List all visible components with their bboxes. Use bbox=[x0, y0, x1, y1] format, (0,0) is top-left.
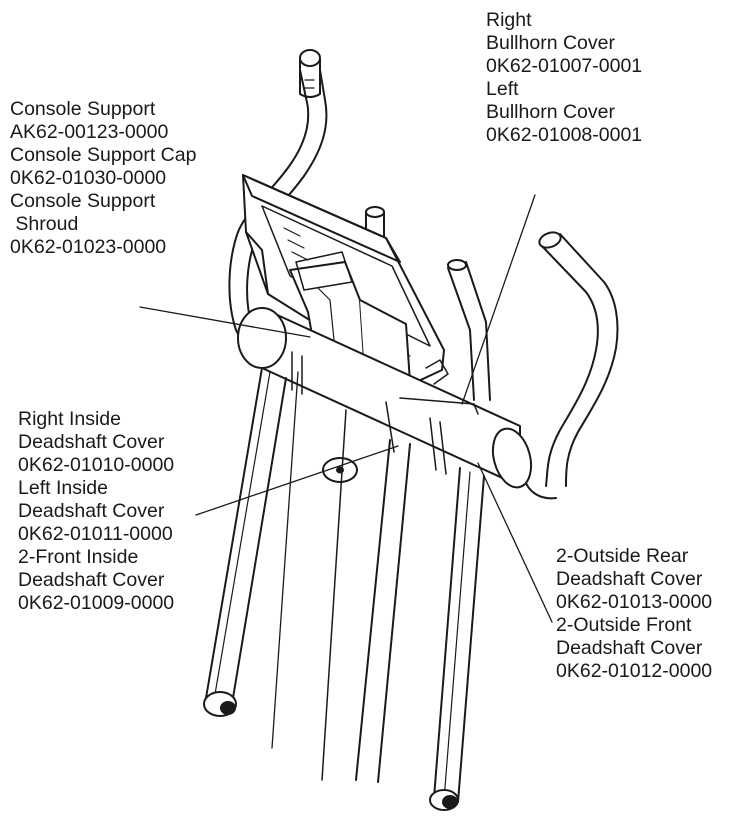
callout-line: Bullhorn Cover bbox=[486, 101, 615, 123]
callout-line: Deadshaft Cover bbox=[556, 637, 703, 659]
part-number: 0K62-01009-0000 bbox=[18, 592, 175, 614]
callout-line: 2-Outside Front bbox=[556, 614, 692, 636]
callout-line: Console Support Cap bbox=[10, 144, 197, 166]
part-number: 0K62-01007-0001 bbox=[486, 55, 643, 77]
left-leg bbox=[203, 367, 287, 717]
part-number: 0K62-01012-0000 bbox=[556, 660, 713, 682]
leader-line-outside-deadshaft bbox=[477, 462, 553, 623]
callout-line: Deadshaft Cover bbox=[18, 500, 165, 522]
callout-line: Left Inside bbox=[18, 477, 108, 499]
callout-line: Console Support bbox=[10, 190, 156, 212]
callout-console-support: Console Support AK62-00123-0000 Console … bbox=[10, 98, 196, 259]
callout-line: Bullhorn Cover bbox=[486, 32, 615, 54]
callout-inside-deadshaft-covers: Right Inside Deadshaft Cover 0K62-01010-… bbox=[18, 408, 174, 615]
right-leg bbox=[429, 467, 485, 811]
part-number: 0K62-01030-0000 bbox=[10, 167, 167, 189]
part-number: 0K62-01011-0000 bbox=[18, 523, 173, 545]
pivot-disc bbox=[322, 457, 358, 483]
callout-line: Deadshaft Cover bbox=[18, 569, 165, 591]
callout-line: Left bbox=[486, 78, 519, 100]
callout-line: Console Support bbox=[10, 98, 156, 120]
callout-line: Deadshaft Cover bbox=[556, 568, 703, 590]
leader-line-console bbox=[139, 306, 311, 338]
deadshaft-crossbar bbox=[237, 307, 533, 489]
part-number: 0K62-01023-0000 bbox=[10, 236, 167, 258]
part-number: 0K62-01008-0001 bbox=[486, 124, 643, 146]
part-number: 0K62-01010-0000 bbox=[18, 454, 175, 476]
right-handlebar bbox=[523, 231, 619, 500]
right-upright bbox=[447, 259, 491, 401]
callout-line: 2-Outside Rear bbox=[556, 545, 689, 567]
leader-line-inside-deadshaft bbox=[195, 445, 399, 516]
callout-line: 2-Front Inside bbox=[18, 546, 139, 568]
callout-bullhorn-covers: Right Bullhorn Cover 0K62-01007-0001 Lef… bbox=[486, 9, 642, 147]
callout-line: Shroud bbox=[10, 213, 79, 235]
callout-line: Right Inside bbox=[18, 408, 121, 430]
callout-line: Deadshaft Cover bbox=[18, 431, 165, 453]
callout-outside-deadshaft-covers: 2-Outside Rear Deadshaft Cover 0K62-0101… bbox=[556, 545, 712, 683]
part-number: 0K62-01013-0000 bbox=[556, 591, 713, 613]
leader-line-bottom bbox=[271, 371, 299, 749]
callout-line: Right bbox=[486, 9, 532, 31]
part-number: AK62-00123-0000 bbox=[10, 121, 169, 143]
center-upright-lower bbox=[321, 409, 411, 783]
leader-line-bullhorn bbox=[461, 194, 536, 405]
